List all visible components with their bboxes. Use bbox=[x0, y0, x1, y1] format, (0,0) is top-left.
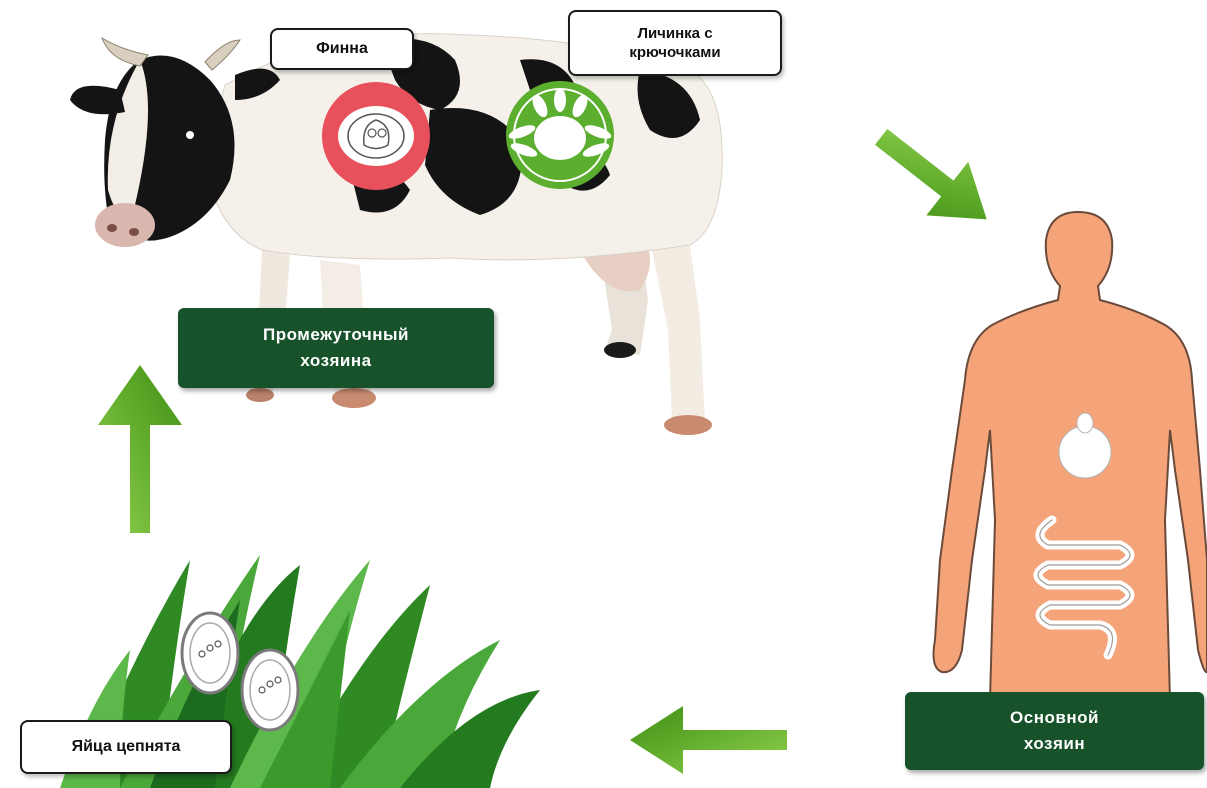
arrow-human-to-grass bbox=[630, 706, 787, 774]
eggs-label: Яйца цепнята bbox=[20, 720, 232, 774]
egg-icon bbox=[242, 650, 298, 730]
larva-label-line1: Личинка с bbox=[637, 24, 712, 44]
main-host-line1: Основной bbox=[1010, 705, 1099, 731]
main-host-line2: хозяин bbox=[1024, 731, 1085, 757]
human-silhouette bbox=[934, 212, 1207, 700]
egg-icon bbox=[182, 613, 238, 693]
hooked-larva-icon bbox=[506, 81, 614, 189]
arrow-cow-to-human bbox=[860, 110, 1007, 246]
finna-label-text: Финна bbox=[316, 39, 368, 60]
larva-label-line2: крючочками bbox=[629, 43, 720, 63]
intermediate-host-line1: Промежуточный bbox=[263, 322, 409, 348]
main-host-box: Основной хозяин bbox=[905, 692, 1204, 770]
eggs-label-text: Яйца цепнята bbox=[72, 737, 181, 758]
arrow-grass-to-cow bbox=[98, 365, 182, 533]
finna-label: Финна bbox=[270, 28, 414, 70]
intermediate-host-line2: хозяина bbox=[300, 348, 371, 374]
intermediate-host-box: Промежуточный хозяина bbox=[178, 308, 494, 388]
larva-label: Личинка с крючочками bbox=[568, 10, 782, 76]
cysticercus-icon bbox=[322, 82, 430, 190]
